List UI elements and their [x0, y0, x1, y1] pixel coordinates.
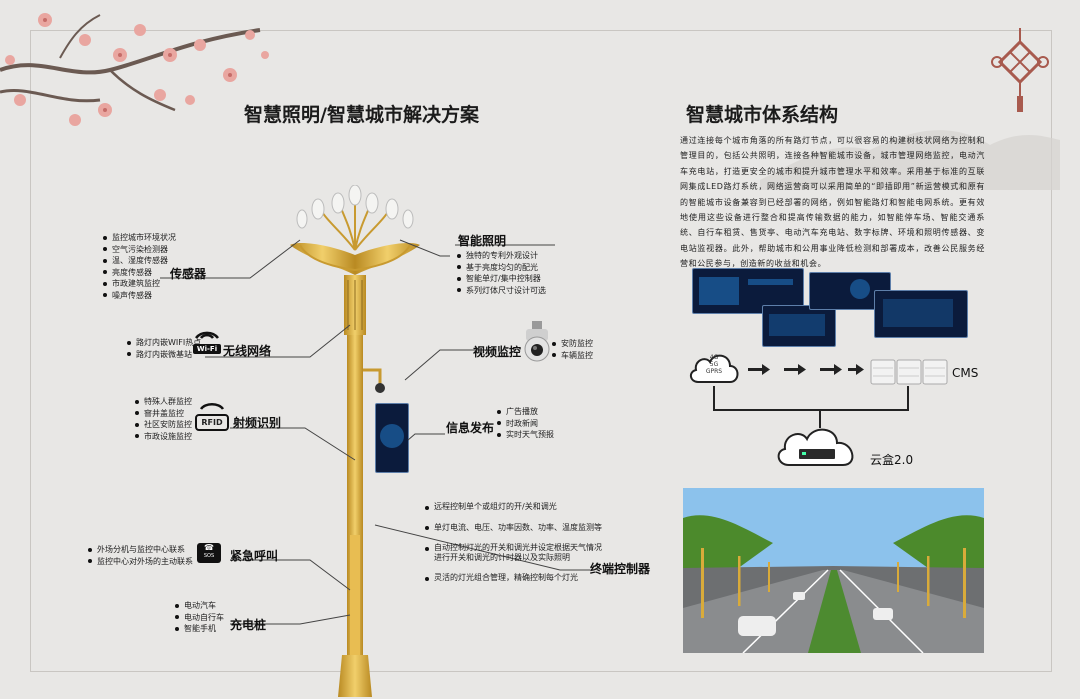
list-item: 外场分机与监控中心联系: [88, 544, 193, 556]
list-item: 路灯内嵌微基站: [127, 349, 201, 361]
server-rack-icon: [870, 359, 948, 385]
sensor-label: 传感器: [170, 267, 207, 281]
rfid-feature-list: 特殊人群监控 窨井盖监控 社区安防监控 市政设施监控: [135, 396, 192, 442]
mountain-decoration: [760, 130, 1060, 190]
cloud-box-icon: [777, 428, 854, 466]
video-surveillance-label: 视频监控: [473, 345, 522, 359]
list-item: 路灯内嵌WIFI热点: [127, 337, 201, 349]
rfid-label: 射频识别: [233, 416, 282, 430]
list-item: 温、湿度传感器: [103, 255, 176, 267]
cloud-network-labels: 4G 5G GPRS: [705, 354, 723, 375]
wifi-feature-list: 路灯内嵌WIFI热点 路灯内嵌微基站: [127, 337, 201, 360]
list-item: 灵活的灯光组合管理，精确控制每个灯光: [425, 573, 604, 583]
info-display-screen: [375, 403, 409, 473]
smart-pole-illustration: [290, 185, 420, 697]
smart-lighting-label: 智能照明: [458, 234, 507, 248]
charging-feature-list: 电动汽车 电动自行车 智能手机: [175, 600, 224, 635]
smart-lighting-feature-list: 独特的专利外观设计 基于亮度均匀的配光 智能单灯/集中控制器 系列灯体尺寸设计可…: [457, 250, 546, 296]
info-release-feature-list: 广告播放 时政新闻 实时天气预报: [497, 406, 554, 441]
charging-pile-label: 充电桩: [230, 618, 267, 632]
list-item: 单灯电流、电压、功率因数、功率、温度监测等: [425, 523, 604, 533]
street-scene-photo: [683, 488, 984, 653]
left-title: 智慧照明/智慧城市解决方案: [244, 104, 479, 126]
cloud-network-icon: [690, 354, 739, 383]
list-item: 窨井盖监控: [135, 408, 192, 420]
wifi-icon: Wi-Fi: [193, 325, 221, 354]
emergency-call-label: 紧急呼叫: [230, 549, 279, 563]
terminal-controller-label: 终端控制器: [590, 562, 651, 576]
dome-camera-icon: [524, 321, 550, 362]
list-item: 监控中心对外场的主动联系: [88, 556, 193, 568]
list-item: 电动汽车: [175, 600, 224, 612]
list-item: 空气污染检测器: [103, 244, 176, 256]
sensor-feature-list: 监控城市环境状况 空气污染检测器 温、湿度传感器 亮度传感器 市政建筑监控 噪声…: [103, 232, 176, 301]
plum-blossom-decoration: [0, 13, 269, 126]
info-release-label: 信息发布: [446, 421, 495, 435]
page-frame: [30, 30, 1052, 672]
list-item: 社区安防监控: [135, 419, 192, 431]
list-item: 智能手机: [175, 623, 224, 635]
list-item: 特殊人群监控: [135, 396, 192, 408]
list-item: 监控城市环境状况: [103, 232, 176, 244]
dashboard-screenshot: [762, 305, 836, 347]
video-feature-list: 安防监控 车辆监控: [552, 338, 593, 361]
list-item: 亮度传感器: [103, 267, 176, 279]
list-item: 车辆监控: [552, 350, 593, 362]
list-item: 广告播放: [497, 406, 554, 418]
list-item: 电动自行车: [175, 612, 224, 624]
list-item: 市政设施监控: [135, 431, 192, 443]
list-item: 噪声传感器: [103, 290, 176, 302]
dashboard-screenshot: [874, 290, 968, 338]
list-item: 独特的专利外观设计: [457, 250, 546, 262]
list-item: 市政建筑监控: [103, 278, 176, 290]
list-item: 远程控制单个或组灯的开/关和调光: [425, 502, 604, 512]
wireless-network-label: 无线网络: [223, 344, 272, 358]
architecture-description: 通过连接每个城市角落的所有路灯节点，可以很容易的构建树枝状网络为控制和管理目的，…: [680, 136, 985, 269]
chinese-knot-decoration: [991, 28, 1049, 112]
list-item: 安防监控: [552, 338, 593, 350]
sos-icon: ☎ SOS: [197, 543, 221, 563]
rfid-icon: RFID: [195, 395, 229, 431]
right-title: 智慧城市体系结构: [686, 104, 839, 126]
data-flow-arrows: [748, 364, 864, 375]
list-item: 时政新闻: [497, 418, 554, 430]
list-item: 基于亮度均匀的配光: [457, 262, 546, 274]
cloud-box-label: 云盒2.0: [870, 453, 914, 467]
terminal-controller-feature-list: 远程控制单个或组灯的开/关和调光 单灯电流、电压、功率因数、功率、温度监测等 自…: [425, 502, 604, 594]
list-item: 智能单灯/集中控制器: [457, 273, 546, 285]
list-item: 实时天气预报: [497, 429, 554, 441]
list-item: 系列灯体尺寸设计可选: [457, 285, 546, 297]
cms-label: CMS: [952, 366, 979, 380]
list-item: 自动控制灯光的开关和调光并设定根据天气情况进行开关和调光的计时器以及实际照明: [425, 543, 604, 562]
emergency-feature-list: 外场分机与监控中心联系 监控中心对外场的主动联系: [88, 544, 193, 567]
